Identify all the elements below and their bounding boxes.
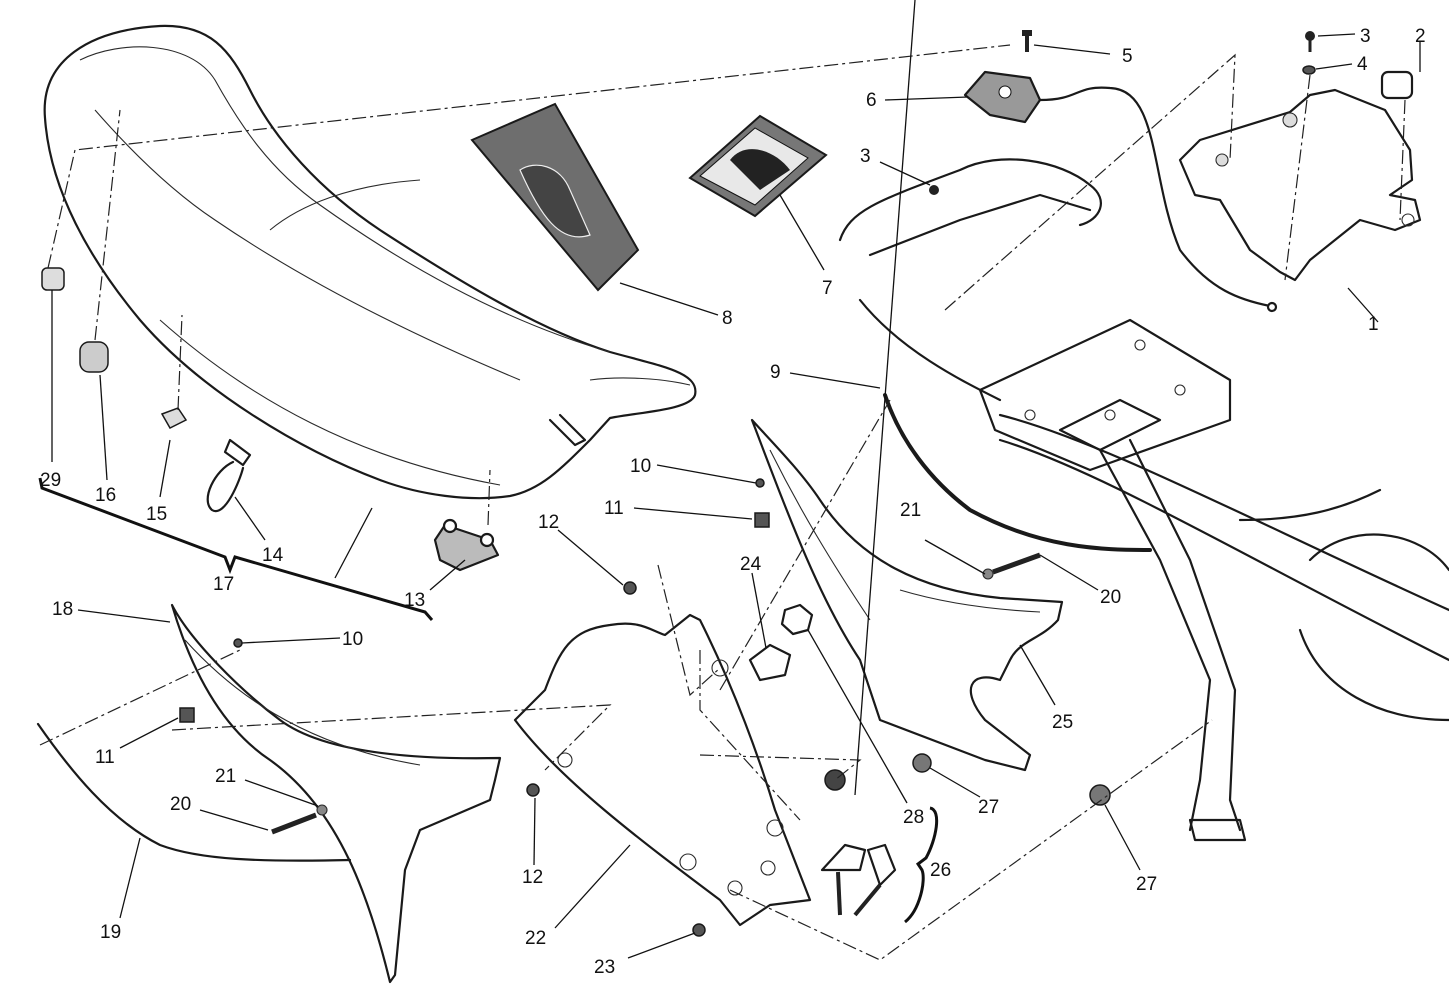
part-label: 11 — [604, 498, 624, 519]
part-label: 27 — [978, 797, 999, 818]
part-label: 21 — [900, 500, 921, 521]
washer-4 — [1302, 65, 1316, 75]
part-label: 11 — [95, 747, 115, 768]
document-pouch-8 — [470, 102, 640, 292]
part-label: 12 — [522, 867, 543, 888]
seat-bracket-13 — [433, 518, 500, 572]
part-label: 3 — [860, 146, 871, 167]
rubber-grommet-27-a — [912, 753, 932, 773]
leader-lines — [51, 0, 1421, 959]
lock-set-bracket — [903, 806, 939, 924]
part-label: 5 — [1122, 46, 1133, 67]
rubber-cap-2 — [1380, 70, 1414, 100]
screw-10-upper — [755, 478, 765, 488]
part-label: 1 — [1368, 314, 1379, 335]
inner-panel-22 — [513, 613, 812, 927]
part-label: 7 — [822, 278, 833, 299]
screw-3-mid — [929, 185, 939, 195]
part-labels: 1 2 3 3 4 5 6 7 8 9 10 10 11 11 12 12 13… — [40, 26, 1426, 978]
screw-23 — [692, 923, 706, 937]
part-label: 18 — [52, 599, 73, 620]
washer-21-left — [316, 804, 328, 816]
part-label: 27 — [1136, 874, 1157, 895]
keys-26 — [820, 843, 897, 917]
part-label: 16 — [95, 485, 116, 506]
screw-10-lower — [233, 638, 243, 648]
lock-cover-24 — [748, 643, 792, 682]
trim-strip-9 — [883, 393, 1152, 552]
part-label: 12 — [538, 512, 559, 533]
part-label: 8 — [722, 308, 733, 329]
part-label: 13 — [404, 590, 425, 611]
screw-3-top — [1305, 31, 1315, 52]
part-label: 10 — [342, 629, 363, 650]
part-label: 28 — [903, 807, 924, 828]
part-label: 25 — [1052, 712, 1073, 733]
part-label: 14 — [262, 545, 284, 566]
part-label: 19 — [100, 922, 121, 943]
undertray-1 — [1178, 88, 1422, 282]
grommet-12-upper — [623, 581, 637, 595]
part-label: 6 — [866, 90, 877, 111]
screw-20-left — [271, 812, 317, 835]
screw-5 — [1022, 30, 1032, 52]
rubber-pad-29 — [41, 267, 65, 291]
strap-hook-14 — [206, 438, 252, 513]
screw-20-right — [992, 552, 1041, 575]
part-label: 26 — [930, 860, 951, 881]
seat-part — [43, 24, 697, 500]
clip-15 — [160, 407, 188, 429]
seat-lock-6 — [963, 70, 1278, 313]
rubber-grommet-27-b — [1089, 784, 1111, 806]
lock-26 — [824, 769, 846, 791]
part-label: 22 — [525, 928, 546, 949]
clip-nut-11-lower — [179, 707, 195, 723]
trim-strip-19 — [36, 722, 352, 862]
assembly-lines — [39, 44, 1406, 961]
nut-28 — [780, 603, 814, 636]
part-label: 21 — [215, 766, 236, 787]
part-label: 20 — [1100, 587, 1121, 608]
part-label: 9 — [770, 362, 781, 383]
part-label: 10 — [630, 456, 651, 477]
part-label: 24 — [740, 554, 762, 575]
part-label: 20 — [170, 794, 191, 815]
part-label: 23 — [594, 957, 615, 978]
rear-subframe — [838, 158, 1449, 842]
part-label: 4 — [1357, 54, 1368, 75]
left-side-panel-18 — [170, 603, 502, 984]
washer-21-right — [982, 568, 994, 580]
manual-booklet-7 — [688, 114, 828, 218]
part-label: 3 — [1360, 26, 1371, 47]
right-side-panel-25 — [750, 418, 1064, 772]
grommet-12-lower — [526, 783, 540, 797]
rubber-pad-16 — [79, 341, 109, 373]
clip-nut-11-upper — [754, 512, 770, 528]
part-label: 15 — [146, 504, 167, 525]
part-label: 17 — [213, 574, 234, 595]
part-label: 29 — [40, 470, 61, 491]
part-label: 2 — [1415, 26, 1426, 47]
seat-assembly-bracket — [38, 477, 434, 621]
